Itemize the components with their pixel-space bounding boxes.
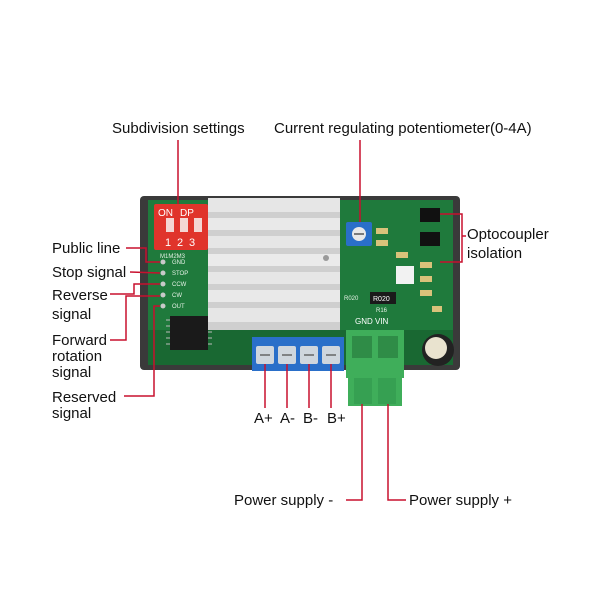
dip-on-label: ON — [158, 208, 173, 219]
dip-number-2: 2 — [177, 237, 183, 249]
r16-label: R16 — [376, 308, 388, 314]
pin-out: OUT — [172, 304, 185, 310]
terminal-label-b-plus: B+ — [327, 410, 346, 427]
driver-ic-chip — [170, 316, 208, 350]
dip-number-3: 3 — [189, 237, 195, 249]
label-optocoupler: Optocoupler — [467, 226, 549, 243]
motor-terminal-block — [252, 337, 344, 371]
gnd-vin-label: GND VIN — [355, 317, 389, 326]
dip-switch: ON DP 1 2 3 — [154, 204, 208, 250]
shunt-resistor — [370, 292, 396, 304]
label-forward-signal: signal — [52, 364, 92, 381]
label-stop-signal: Stop signal — [52, 264, 127, 281]
label-reserved-signal: signal — [52, 405, 92, 422]
label-forward-rotation: rotation — [52, 348, 103, 365]
label-reserved: Reserved — [52, 389, 117, 406]
pin-stop: STOP — [172, 271, 188, 277]
resistor-side-label: R020 — [344, 296, 359, 302]
label-power-supply-plus: Power supply + — [409, 492, 512, 509]
label-public-line: Public line — [52, 240, 121, 257]
label-power-supply-minus: Power supply - — [234, 492, 334, 509]
terminal-label-a-minus: A- — [280, 410, 295, 427]
terminal-label-b-minus: B- — [303, 410, 318, 427]
label-subdivision-settings: Subdivision settings — [112, 120, 245, 137]
label-reverse-signal: signal — [52, 306, 92, 323]
label-forward: Forward — [52, 332, 108, 349]
pin-cw: CW — [172, 293, 182, 299]
pin-gnd: GND — [172, 260, 186, 266]
power-terminal-block — [346, 330, 404, 406]
leader-lines — [110, 140, 466, 501]
label-isolation: isolation — [467, 245, 523, 262]
heatsink — [208, 198, 340, 330]
pin-ccw: CCW — [172, 282, 187, 288]
dip-number-1: 1 — [165, 237, 171, 249]
dip-header-text: M1M2M3 — [160, 254, 186, 260]
optocoupler-2 — [420, 232, 440, 246]
optocoupler-1 — [420, 208, 440, 222]
signal-pins: GND STOP CCW CW OUT — [160, 259, 188, 310]
resistor-label: R020 — [373, 296, 390, 303]
dip-dp-label: DP — [180, 208, 194, 219]
label-potentiometer: Current regulating potentiometer(0-4A) — [274, 120, 532, 137]
label-reverse: Reverse — [52, 287, 108, 304]
terminal-label-a-plus: A+ — [254, 410, 273, 427]
